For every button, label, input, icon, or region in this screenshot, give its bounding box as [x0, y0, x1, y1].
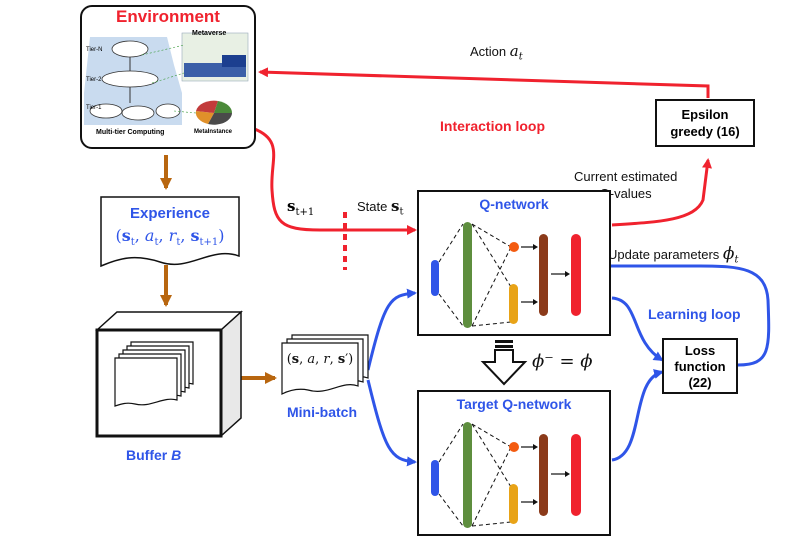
target-q-network-box: Target Q-network: [417, 390, 611, 536]
update-params-symbol: ϕ: [722, 244, 735, 264]
epsilon-greedy-box: Epsilon greedy (16): [655, 99, 755, 147]
q-to-loss-arrow: [611, 296, 664, 362]
minibatch-docs: [281, 334, 369, 395]
loss-line3: (22): [688, 375, 712, 390]
minibatch-tuple: (s, a, r, s′): [286, 352, 354, 367]
state-label: State st: [357, 197, 403, 218]
epsilon-line1: Epsilon: [681, 107, 729, 122]
interaction-arrow-down: [251, 126, 417, 235]
target-q-network-graph: [431, 422, 581, 528]
buffer-symbol: B: [171, 447, 182, 463]
action-arrow: [258, 67, 710, 98]
minibatch-to-q-arrow: [366, 288, 417, 371]
buffer-text: Buffer: [126, 447, 168, 463]
target-q-network-title: Target Q-network: [456, 396, 572, 412]
state-subscript: t: [399, 206, 404, 218]
action-label: Action at: [470, 42, 523, 63]
next-state-label: st+1: [287, 197, 314, 218]
update-params-label: Update parameters ϕt: [608, 244, 739, 266]
experience-title: Experience: [129, 205, 211, 222]
q-network-title: Q-network: [479, 196, 549, 212]
environment-title: Environment: [116, 7, 220, 26]
current-q-line1: Current estimated: [574, 169, 678, 184]
q-network-box: Q-network: [417, 190, 611, 336]
buffer-label: Buffer B: [126, 447, 181, 463]
learning-loop-label: Learning loop: [648, 306, 741, 322]
action-symbol: a: [509, 42, 519, 60]
current-q-line2: Q-values: [599, 186, 652, 201]
next-state-symbol: s: [287, 197, 296, 215]
tier-n-label: Tier-N: [86, 47, 103, 53]
target-to-loss-arrow: [611, 369, 664, 462]
current-q-label: Current estimated Q-values: [574, 168, 677, 202]
action-subscript: t: [518, 51, 523, 63]
buffer-box: [95, 310, 243, 438]
phi-equation: ϕ⁻ = ϕ: [532, 351, 593, 372]
interaction-loop-label: Interaction loop: [440, 118, 545, 134]
experience-doc: [100, 196, 240, 268]
update-params-subscript: t: [734, 254, 739, 266]
update-params-arrow: [593, 261, 771, 367]
loss-line2: function: [674, 359, 726, 374]
state-symbol: s: [390, 197, 400, 215]
multi-tier-illustration: [84, 32, 249, 125]
experience-tuple: (st, at, rt, st+1): [115, 226, 225, 249]
copy-weights-arrow: [480, 340, 528, 386]
tier-1-label: Tier-1: [86, 105, 102, 111]
state-text: State: [357, 199, 388, 214]
next-state-subscript: t+1: [295, 207, 315, 218]
environment-box: Environment Tier-N Tier-2 Tier-1 Metaver…: [80, 5, 256, 149]
q-values-arrow: [611, 158, 712, 227]
action-text: Action: [470, 44, 507, 59]
metainstance-label: MetaInstance: [194, 129, 233, 135]
minibatch-label: Mini-batch: [287, 404, 357, 420]
minibatch-to-target-arrow: [366, 379, 417, 467]
epsilon-line2: greedy (16): [670, 124, 740, 139]
loss-line1: Loss: [684, 343, 716, 358]
loss-function-box: Loss function (22): [662, 338, 738, 394]
multi-tier-caption: Multi-tier Computing: [96, 129, 165, 136]
q-network-graph: [431, 222, 581, 328]
tier-2-label: Tier-2: [86, 77, 102, 83]
metaverse-label: Metaverse: [192, 30, 227, 37]
update-params-text: Update parameters: [608, 247, 720, 262]
